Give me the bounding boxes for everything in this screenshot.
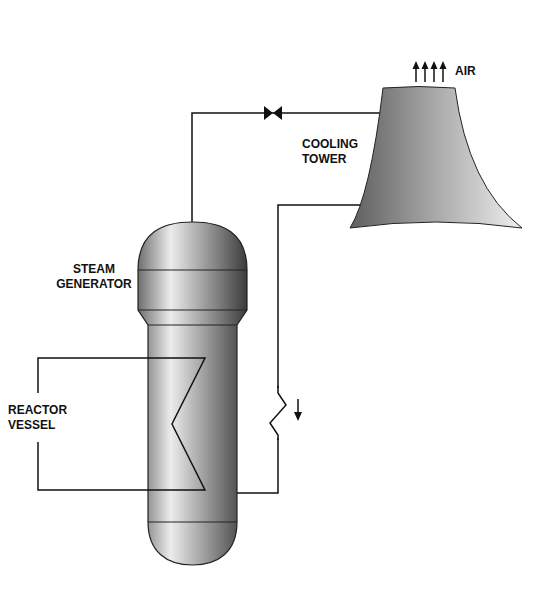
cooling-tower-shape <box>350 87 522 229</box>
vessel-seam <box>138 310 247 311</box>
steam-generator: STEAM GENERATOR <box>138 222 248 566</box>
vessel-seam <box>148 522 237 523</box>
node-label: STEAM GENERATOR <box>53 262 135 292</box>
shape-outline <box>38 358 206 491</box>
valve-symbol <box>264 106 273 120</box>
flow-arrow-head <box>294 412 302 421</box>
pipe-line <box>237 205 361 493</box>
shape-outline <box>350 86 522 230</box>
pipe-line <box>192 113 381 223</box>
vessel-seam <box>138 270 247 271</box>
air-arrows <box>416 68 443 82</box>
air-arrow-head <box>413 61 420 69</box>
valve-symbol <box>273 106 282 120</box>
vessel-seam <box>148 325 237 326</box>
reactor-loop <box>38 358 205 490</box>
air-arrow <box>433 68 435 82</box>
air-arrow-heads <box>413 61 447 69</box>
flow-label: AIR <box>455 64 476 79</box>
air-arrow <box>424 68 426 82</box>
node-label: REACTOR VESSEL <box>8 403 78 433</box>
air-arrow-head <box>440 61 447 69</box>
node-label: COOLING TOWER <box>302 137 364 167</box>
air-arrow <box>415 68 417 82</box>
air-arrow-head <box>431 61 438 69</box>
reactor-vessel: REACTOR VESSEL <box>38 358 206 491</box>
check-valve-symbol <box>270 386 286 440</box>
air-arrow <box>442 68 444 82</box>
cooling-tower: COOLING TOWER <box>350 86 522 230</box>
air-arrow-head <box>422 61 429 69</box>
shape-outline <box>138 222 248 566</box>
flow-arrow <box>297 399 299 414</box>
steam-generator-shape <box>138 222 247 565</box>
